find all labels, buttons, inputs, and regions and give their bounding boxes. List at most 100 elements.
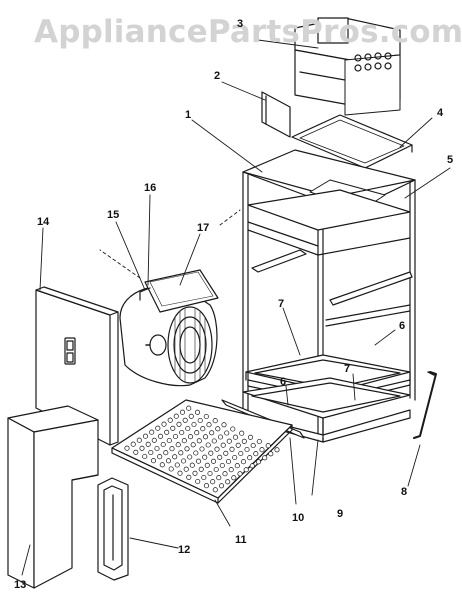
- perforation-hole: [222, 423, 226, 427]
- perforation-hole: [263, 456, 267, 460]
- perforation-hole: [233, 435, 237, 439]
- perforation-hole: [178, 471, 182, 475]
- perforation-hole: [173, 434, 177, 438]
- perforation-hole: [152, 438, 156, 442]
- perforation-hole: [240, 431, 244, 435]
- perforation-hole: [226, 459, 230, 463]
- callout-16: 16: [144, 182, 157, 194]
- perforation-hole: [248, 435, 252, 439]
- perforation-hole: [169, 467, 173, 471]
- perforation-hole: [158, 455, 162, 459]
- callout-7a: 7: [278, 298, 285, 310]
- callout-1: 1: [185, 109, 192, 121]
- callout-13: 13: [14, 579, 27, 591]
- perforation-hole: [224, 451, 228, 455]
- perforation-hole: [190, 463, 194, 467]
- perforation-hole: [229, 468, 233, 472]
- perforation-hole: [174, 414, 178, 418]
- perforation-hole: [177, 422, 181, 426]
- perforation-hole: [196, 479, 200, 483]
- perforation-hole: [150, 430, 154, 434]
- perforation-hole: [199, 467, 203, 471]
- perforation-hole: [206, 443, 210, 447]
- perforation-hole: [158, 434, 162, 438]
- perforation-hole: [197, 439, 201, 443]
- perforation-hole: [245, 447, 249, 451]
- perforation-hole: [191, 443, 195, 447]
- perforation-hole: [238, 472, 242, 476]
- part-15-blower: [120, 270, 218, 386]
- perforation-hole: [182, 439, 186, 443]
- callout-10: 10: [292, 512, 305, 524]
- perforation-hole: [266, 444, 270, 448]
- perforation-hole: [194, 451, 198, 455]
- callout-3: 3: [237, 18, 244, 30]
- perforation-hole: [175, 463, 179, 467]
- perforation-hole: [156, 426, 160, 430]
- callout-11: 11: [235, 534, 247, 546]
- perforation-hole: [211, 480, 215, 484]
- perforation-hole: [223, 472, 227, 476]
- perforation-hole: [212, 439, 216, 443]
- perforation-hole: [203, 435, 207, 439]
- perforation-hole: [160, 463, 164, 467]
- callout-2: 2: [214, 70, 221, 82]
- perforation-hole: [250, 464, 254, 468]
- perforation-hole: [187, 406, 191, 410]
- callout-8: 8: [401, 486, 408, 498]
- perforation-hole: [188, 435, 192, 439]
- perforation-hole: [180, 410, 184, 414]
- perforation-hole: [230, 447, 234, 451]
- perforation-hole: [203, 455, 207, 459]
- callout-12: 12: [178, 544, 191, 556]
- perforation-hole: [140, 446, 144, 450]
- perforation-hole: [162, 422, 166, 426]
- perforation-hole: [256, 460, 260, 464]
- perforation-hole: [185, 447, 189, 451]
- perforation-hole: [198, 418, 202, 422]
- perforation-hole: [143, 454, 147, 458]
- part-14-access-panel: [36, 287, 118, 445]
- perforation-hole: [211, 459, 215, 463]
- perforation-hole: [260, 448, 264, 452]
- perforation-hole: [165, 430, 169, 434]
- perforation-hole: [181, 459, 185, 463]
- perforation-hole: [186, 426, 190, 430]
- perforation-hole: [244, 468, 248, 472]
- perforation-hole: [233, 455, 237, 459]
- perforation-hole: [168, 418, 172, 422]
- perforation-hole: [151, 459, 155, 463]
- perforation-hole: [213, 419, 217, 423]
- part-3-housing: [295, 18, 400, 115]
- callout-9: 9: [337, 508, 344, 520]
- perforation-hole: [221, 443, 225, 447]
- perforation-hole: [218, 435, 222, 439]
- perforation-hole: [215, 447, 219, 451]
- perforation-hole: [241, 460, 245, 464]
- perforation-hole: [195, 431, 199, 435]
- perforation-hole: [176, 443, 180, 447]
- callout-15: 15: [107, 209, 120, 221]
- perforation-hole: [134, 450, 138, 454]
- perforation-hole: [248, 456, 252, 460]
- perforation-hole: [143, 434, 147, 438]
- perforation-hole: [188, 455, 192, 459]
- perforation-hole: [204, 484, 208, 488]
- perforation-hole: [242, 439, 246, 443]
- callout-6a: 6: [399, 320, 406, 332]
- perforation-hole: [210, 431, 214, 435]
- perforation-hole: [179, 451, 183, 455]
- perforation-hole: [236, 443, 240, 447]
- perforation-hole: [219, 484, 223, 488]
- perforation-hole: [184, 467, 188, 471]
- perforation-hole: [195, 410, 199, 414]
- perforation-hole: [232, 476, 236, 480]
- perforation-hole: [226, 480, 230, 484]
- perforation-holes: [125, 406, 279, 492]
- part-11-perforated-panel: [112, 400, 292, 503]
- perforation-hole: [213, 488, 217, 492]
- callout-4: 4: [437, 107, 444, 119]
- perforation-hole: [217, 476, 221, 480]
- callout-7b: 7: [344, 363, 351, 375]
